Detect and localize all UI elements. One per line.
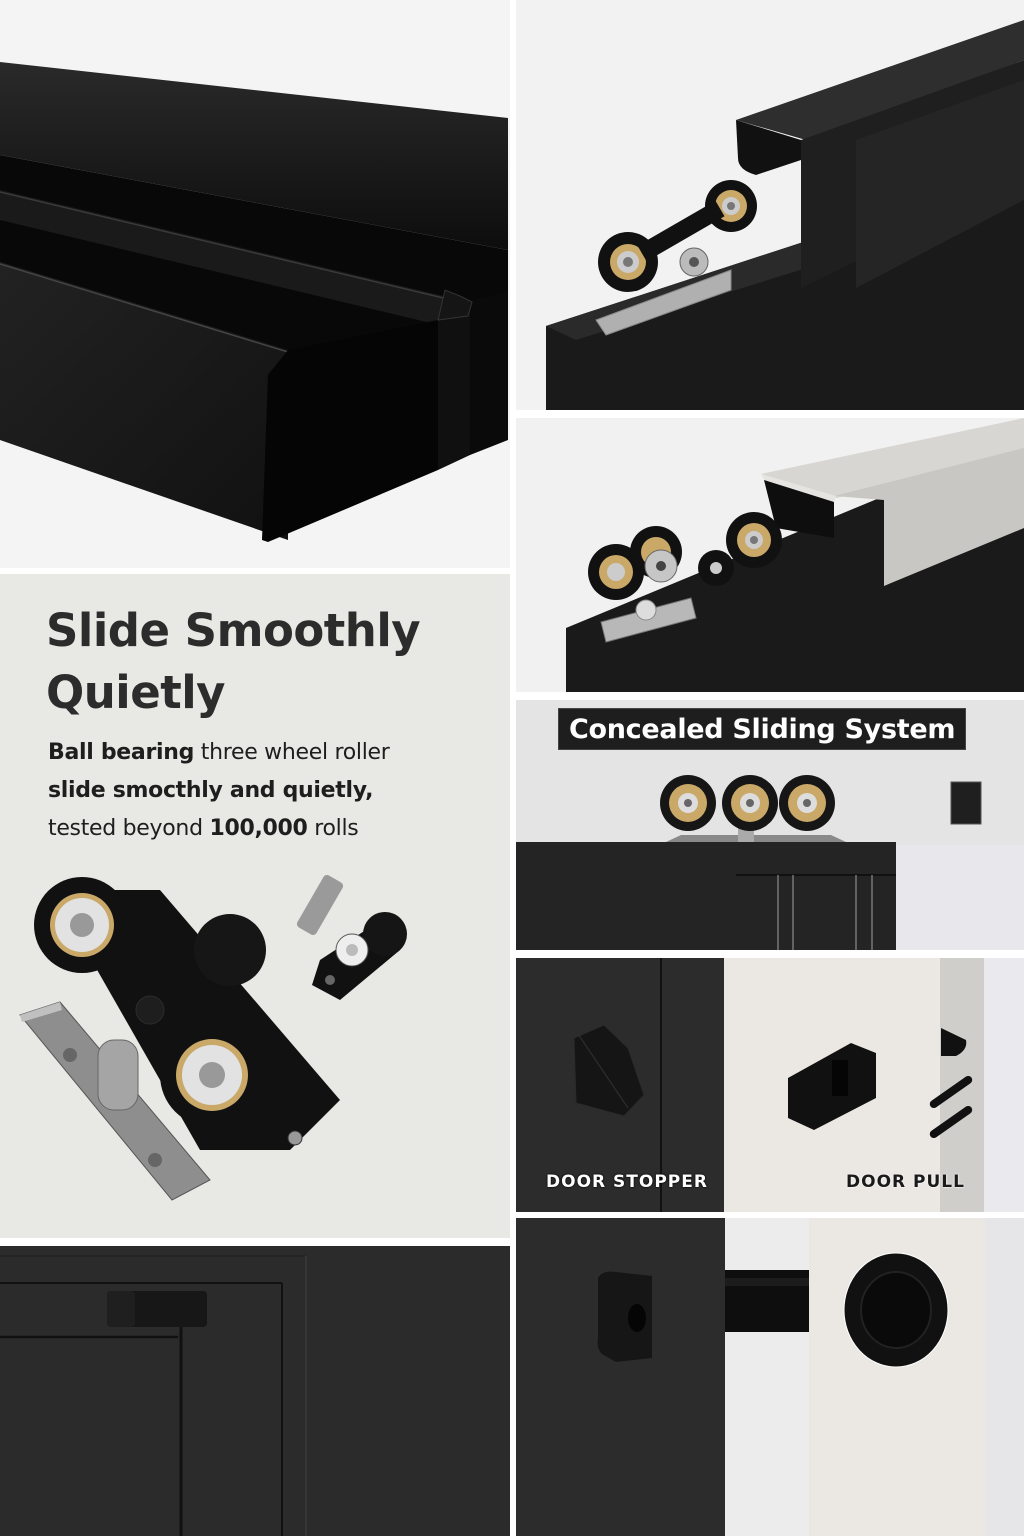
concealed-system-panel: Concealed Sliding System (516, 700, 1024, 950)
door-stopper-icon (573, 1024, 645, 1117)
body-bold-slide: slide smocthly and quietly, (48, 778, 374, 803)
flush-pull-illustration (516, 1218, 1024, 1536)
roller-wheel-icon (660, 775, 716, 831)
door-corner-image (0, 1246, 510, 1536)
accessories-illustration (516, 958, 1024, 1212)
body-bold-rolls-count: 100,000 (209, 816, 308, 841)
feature-headline: Slide Smoothly Quietly (46, 600, 486, 724)
door-stopper-label: DOOR STOPPER (546, 1172, 708, 1192)
headline-line-2: Quietly (46, 666, 226, 719)
exploded-roller-illustration (19, 874, 407, 1201)
body-text: rolls (307, 816, 359, 841)
headline-line-1: Slide Smoothly (46, 604, 421, 657)
body-bold-ball-bearing: Ball bearing (48, 740, 195, 765)
flush-pull-image (516, 1218, 1024, 1536)
flush-pull-icon (843, 1252, 949, 1368)
concealed-system-label: Concealed Sliding System (558, 708, 967, 750)
silver-track-roller-image (516, 418, 1024, 692)
body-text: three wheel roller (194, 740, 390, 765)
door-stopper-icon (597, 1271, 652, 1362)
black-track-roller-image (516, 0, 1024, 410)
silver-track-roller-illustration (566, 418, 1024, 692)
roller-wheel-icon (722, 775, 778, 831)
track-profile-image (0, 0, 510, 568)
accessories-panel: DOOR STOPPER DOOR PULL (516, 958, 1024, 1212)
roller-wheel-icon (779, 775, 835, 831)
door-frame-illustration (0, 1246, 510, 1536)
double-track-illustration (0, 62, 508, 542)
feature-panel: Slide Smoothly Quietly Ball bearing thre… (0, 574, 510, 1238)
feature-description: Ball bearing three wheel roller slide sm… (48, 734, 498, 848)
black-track-roller-illustration (546, 20, 1024, 410)
door-pull-icon (788, 1028, 973, 1139)
door-pull-label: DOOR PULL (846, 1172, 965, 1192)
body-text: tested beyond (48, 816, 210, 841)
